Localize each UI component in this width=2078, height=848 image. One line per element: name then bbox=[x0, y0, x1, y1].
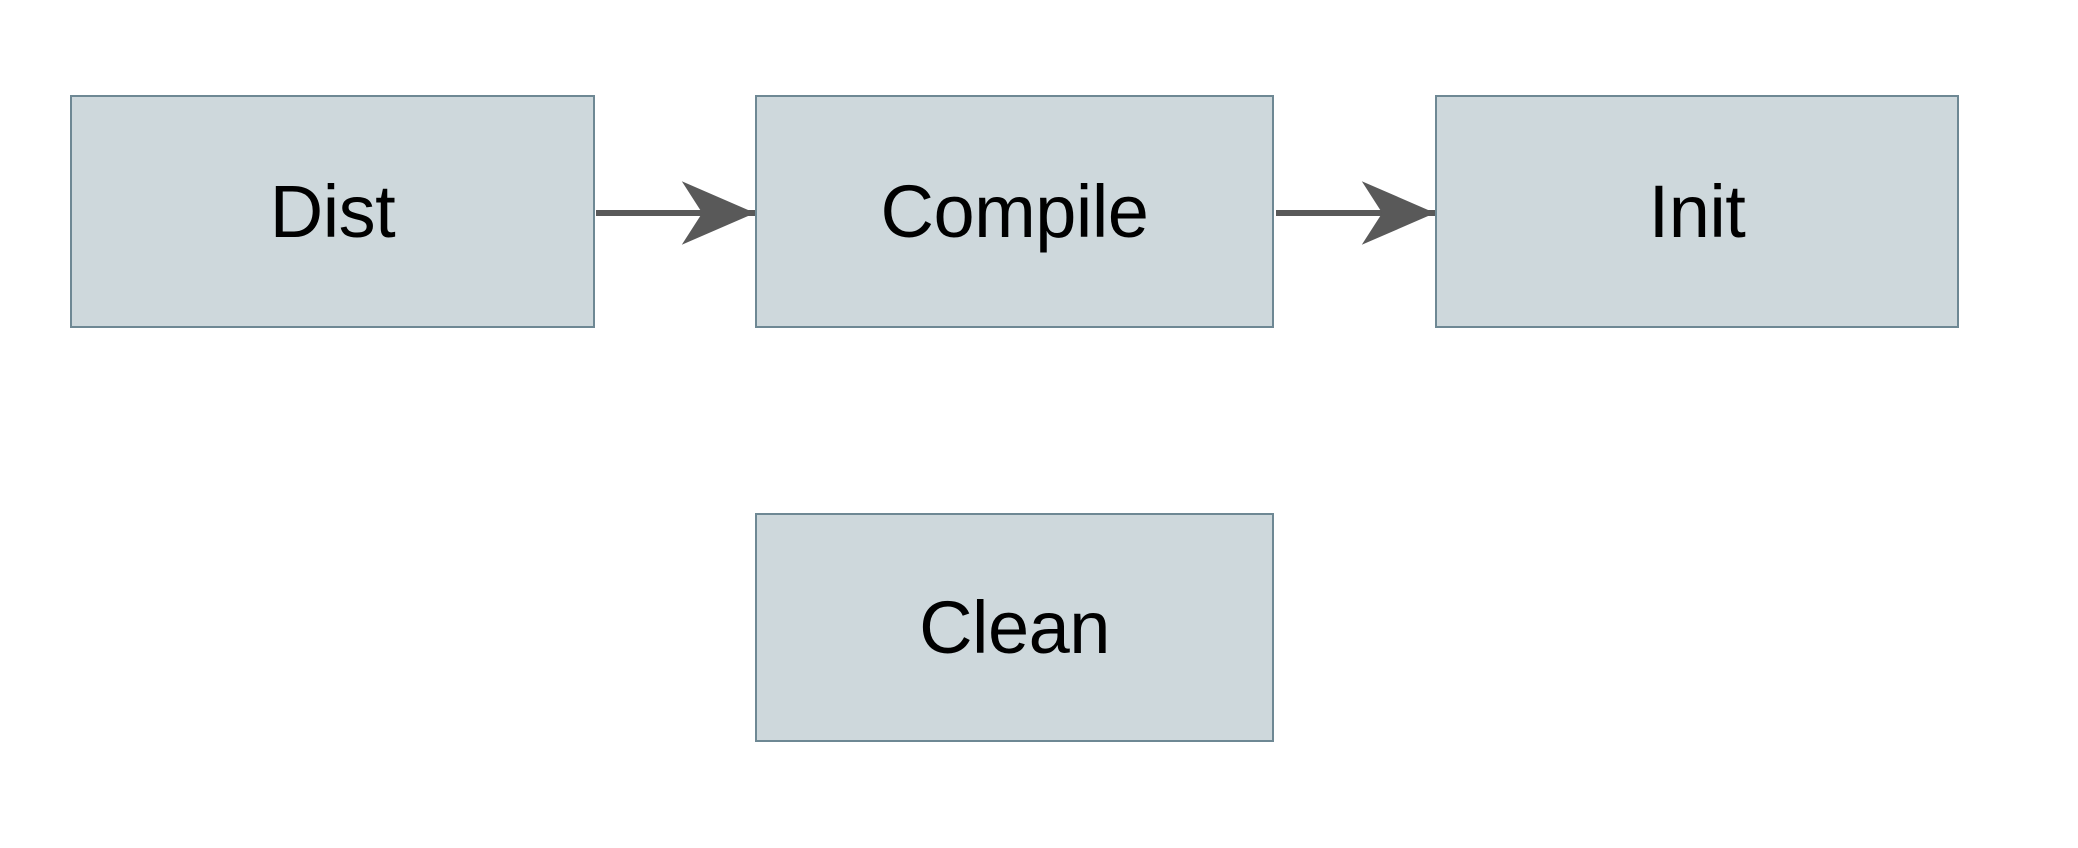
node-clean[interactable]: Clean bbox=[755, 513, 1274, 742]
edge-compile-to-init-hitarea[interactable] bbox=[1276, 193, 1435, 233]
node-compile[interactable]: Compile bbox=[755, 95, 1274, 328]
node-dist-label: Dist bbox=[269, 169, 396, 253]
node-init-label: Init bbox=[1648, 169, 1746, 253]
node-dist[interactable]: Dist bbox=[70, 95, 595, 328]
node-init[interactable]: Init bbox=[1435, 95, 1959, 328]
node-compile-label: Compile bbox=[880, 169, 1149, 253]
edge-dist-to-compile-hitarea[interactable] bbox=[596, 193, 755, 233]
node-clean-label: Clean bbox=[919, 585, 1110, 669]
